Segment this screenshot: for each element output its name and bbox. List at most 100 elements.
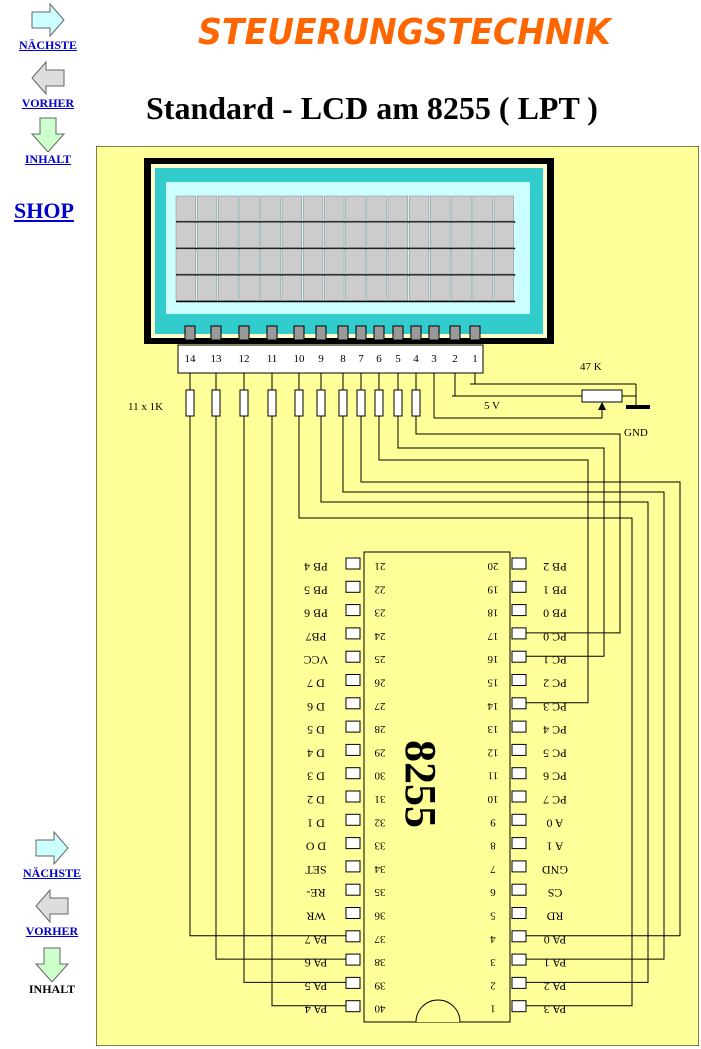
pot-label: 47 K — [580, 361, 602, 373]
next-arrow-icon[interactable] — [4, 830, 100, 866]
chip-pin-number: 14 — [487, 700, 499, 712]
lcd-cell — [451, 195, 472, 222]
chip-pin-pad — [345, 883, 361, 896]
chip-pin-name: RE- — [306, 886, 325, 900]
lcd-cell — [430, 248, 451, 275]
next-link[interactable]: NÄCHSTE — [18, 38, 77, 52]
next-arrow-icon[interactable] — [0, 2, 96, 38]
chip-pin-number: 34 — [374, 863, 386, 875]
chip-pin-name: D 6 — [307, 700, 325, 714]
lcd-cell — [408, 275, 430, 301]
lcd-cell — [472, 222, 493, 248]
lcd-module — [144, 158, 554, 344]
lcd-cell — [260, 195, 281, 222]
chip-pin-number: 7 — [490, 863, 496, 875]
lcd-cell — [345, 195, 366, 222]
chip-pin-pad — [511, 953, 527, 966]
lcd-cell — [218, 275, 239, 301]
chip-pin-name: PA 0 — [544, 933, 567, 947]
chip-pin-number: 32 — [375, 816, 386, 828]
next-link-bottom[interactable]: NÄCHSTE — [22, 866, 81, 880]
lcd-cell — [493, 275, 514, 301]
chip-pin-number: 25 — [374, 653, 386, 665]
chip-pin-pad — [511, 930, 527, 943]
lcd-cell — [408, 195, 430, 222]
lcd-pin-number: 10 — [294, 353, 306, 365]
chip-pin-name: A 0 — [546, 816, 563, 830]
chip-pin-pad — [511, 674, 527, 686]
chip-pin-name: D O — [306, 840, 327, 854]
lcd-pin-number: 8 — [340, 353, 346, 365]
lcd-pin-number: 12 — [239, 353, 250, 365]
lcd-cell — [302, 222, 324, 248]
lcd-cell — [281, 248, 302, 275]
chip-pin-pad — [511, 837, 527, 850]
chip-pin-name: VCC — [304, 653, 329, 667]
chip-pin-pad — [511, 883, 527, 896]
prev-link-bottom[interactable]: VORHER — [25, 924, 79, 938]
chip-pin-name: SET — [305, 863, 327, 877]
chip-pin-name: RD — [546, 910, 563, 924]
chip-pin-number: 28 — [374, 723, 386, 735]
gnd-label: GND — [624, 427, 648, 439]
lcd-cell — [430, 195, 451, 222]
lcd-cell — [451, 275, 472, 301]
chip-pin-name: PB7 — [306, 630, 327, 644]
lcd-pin-number: 2 — [452, 353, 458, 365]
lcd-pin-number: 3 — [431, 353, 437, 365]
lcd-character-grid — [175, 195, 516, 303]
chip-pin-pad — [345, 907, 361, 919]
lcd-pin — [373, 325, 385, 341]
resistor — [211, 389, 221, 417]
lcd-pin — [210, 325, 222, 341]
lcd-pin-number: 4 — [413, 353, 419, 365]
lcd-cell — [430, 222, 451, 248]
lcd-cell — [387, 222, 408, 248]
chip-pin-name: PB 5 — [304, 583, 328, 597]
shop-link[interactable]: SHOP — [14, 198, 74, 223]
chip-pin-number: 18 — [487, 607, 499, 619]
resistor — [411, 389, 421, 417]
potentiometer — [434, 383, 650, 419]
lcd-cell — [302, 248, 324, 275]
lcd-cell — [281, 275, 302, 301]
lcd-cell — [408, 222, 430, 248]
chip-pin-name: PC 1 — [543, 653, 567, 667]
resistor-label: 11 x 1K — [128, 401, 163, 413]
chip-pin-number: 17 — [487, 630, 499, 642]
contents-label-bottom: INHALT — [28, 982, 76, 996]
prev-arrow-icon[interactable] — [4, 888, 100, 924]
lcd-cell — [345, 275, 366, 301]
chip-pin-number: 1 — [490, 1003, 496, 1015]
chip-pin-pad — [511, 557, 527, 570]
lcd-cell — [218, 248, 239, 275]
chip-pin-number: 12 — [488, 746, 499, 758]
contents-arrow-icon — [34, 947, 70, 982]
chip-pin-name: PC 3 — [543, 700, 567, 714]
lcd-cell — [324, 195, 345, 222]
chip-pin-name: PA 6 — [305, 956, 328, 970]
lcd-pin-number: 7 — [358, 353, 364, 365]
contents-arrow-icon[interactable] — [0, 116, 96, 152]
chip-pin-number: 16 — [487, 653, 499, 665]
chip-8255: 8255 — [363, 551, 511, 1023]
chip-pin-name: D 3 — [307, 770, 325, 784]
lcd-cell — [281, 195, 302, 222]
lcd-pin — [410, 325, 422, 341]
lcd-cell — [472, 275, 493, 301]
chip-pin-number: 22 — [375, 583, 386, 595]
prev-link[interactable]: VORHER — [21, 96, 75, 110]
chip-pin-name: PC 2 — [543, 677, 567, 691]
chip-pin-number: 19 — [487, 583, 499, 595]
lcd-pin-number: 6 — [376, 353, 382, 365]
chip-label: 8255 — [396, 740, 445, 828]
lcd-cell — [175, 248, 196, 275]
lcd-pin-number: 14 — [185, 353, 197, 365]
lcd-cell — [196, 195, 218, 222]
chip-pin-pad — [345, 790, 361, 803]
prev-arrow-icon[interactable] — [0, 60, 96, 96]
chip-pin-pad — [345, 650, 361, 663]
contents-link[interactable]: INHALT — [24, 152, 72, 166]
